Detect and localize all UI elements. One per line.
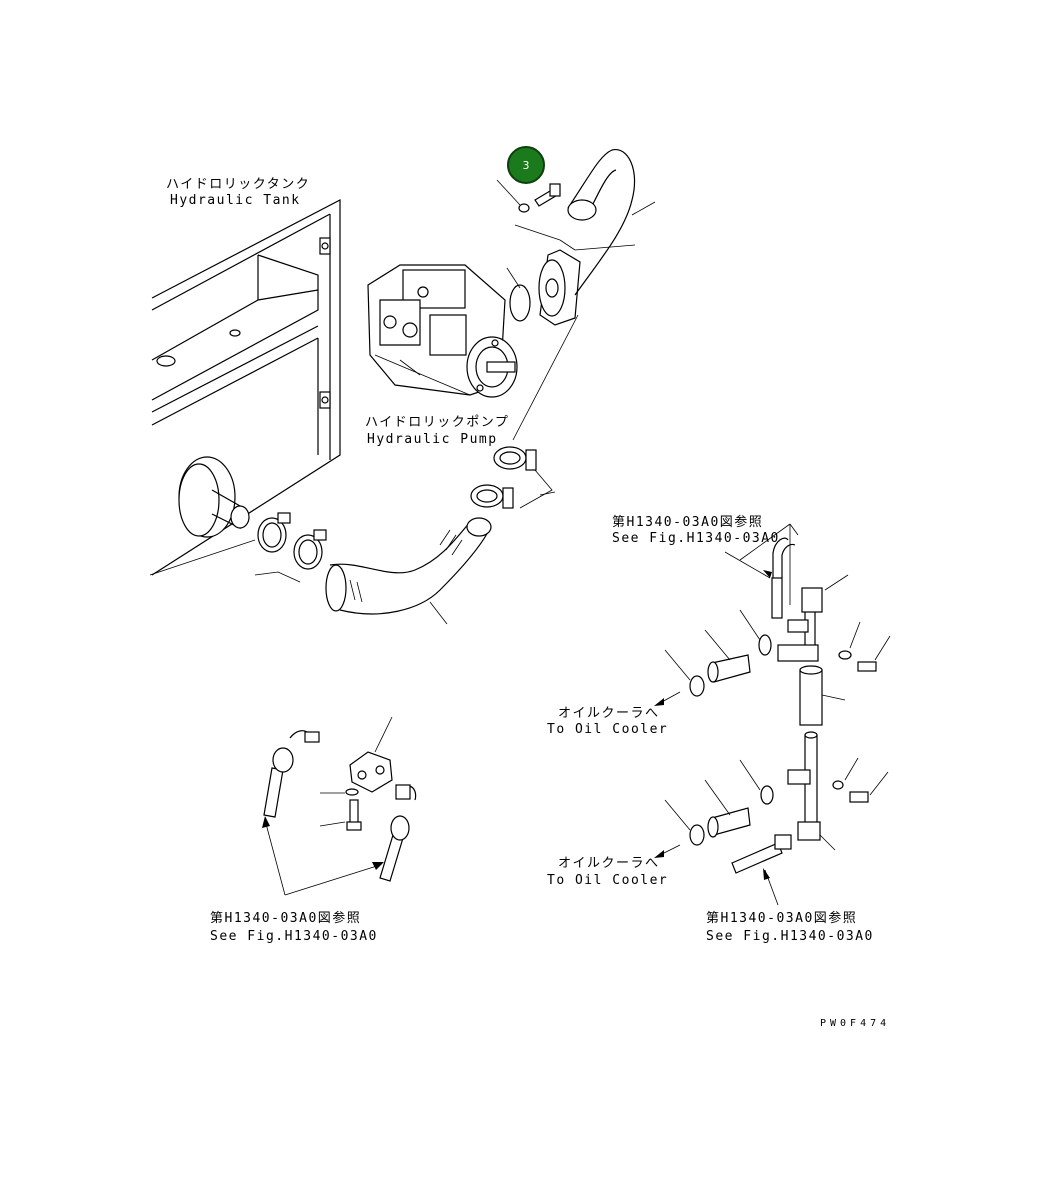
tank-label-en: Hydraulic Tank (170, 193, 301, 208)
tank-suction-hose (254, 512, 492, 625)
oil-cooler-upper-en: To Oil Cooler (547, 722, 669, 737)
tank-label-jp: ハイドロリックタンク (166, 177, 311, 192)
pump-label-en: Hydraulic Pump (367, 432, 498, 447)
ref-top-jp: 第H1340-03A0図参照 (612, 515, 764, 530)
callout-badge-3[interactable]: 3 (507, 146, 545, 184)
lower-left-fitting-assembly (262, 716, 417, 896)
cooler-line-assembly (654, 523, 891, 906)
ref-left-en: See Fig.H1340-03A0 (210, 929, 378, 944)
flange-bolt (496, 179, 561, 213)
pump-suction-hose (506, 149, 656, 326)
outlet-clamps (470, 314, 579, 509)
ref-top-en: See Fig.H1340-03A0 (612, 531, 780, 546)
ref-right-en: See Fig.H1340-03A0 (706, 929, 874, 944)
figure-id: PW0F474 (820, 1018, 891, 1029)
oil-cooler-lower-jp: オイルクーラへ (558, 856, 660, 871)
oil-cooler-upper-jp: オイルクーラへ (558, 706, 660, 721)
pump-label-jp: ハイドロリックポンプ (365, 415, 510, 430)
ref-left-jp: 第H1340-03A0図参照 (210, 911, 362, 926)
oil-cooler-lower-en: To Oil Cooler (547, 873, 669, 888)
ref-right-jp: 第H1340-03A0図参照 (706, 911, 858, 926)
hydraulic-tank (149, 199, 341, 576)
hydraulic-pump (367, 264, 518, 398)
